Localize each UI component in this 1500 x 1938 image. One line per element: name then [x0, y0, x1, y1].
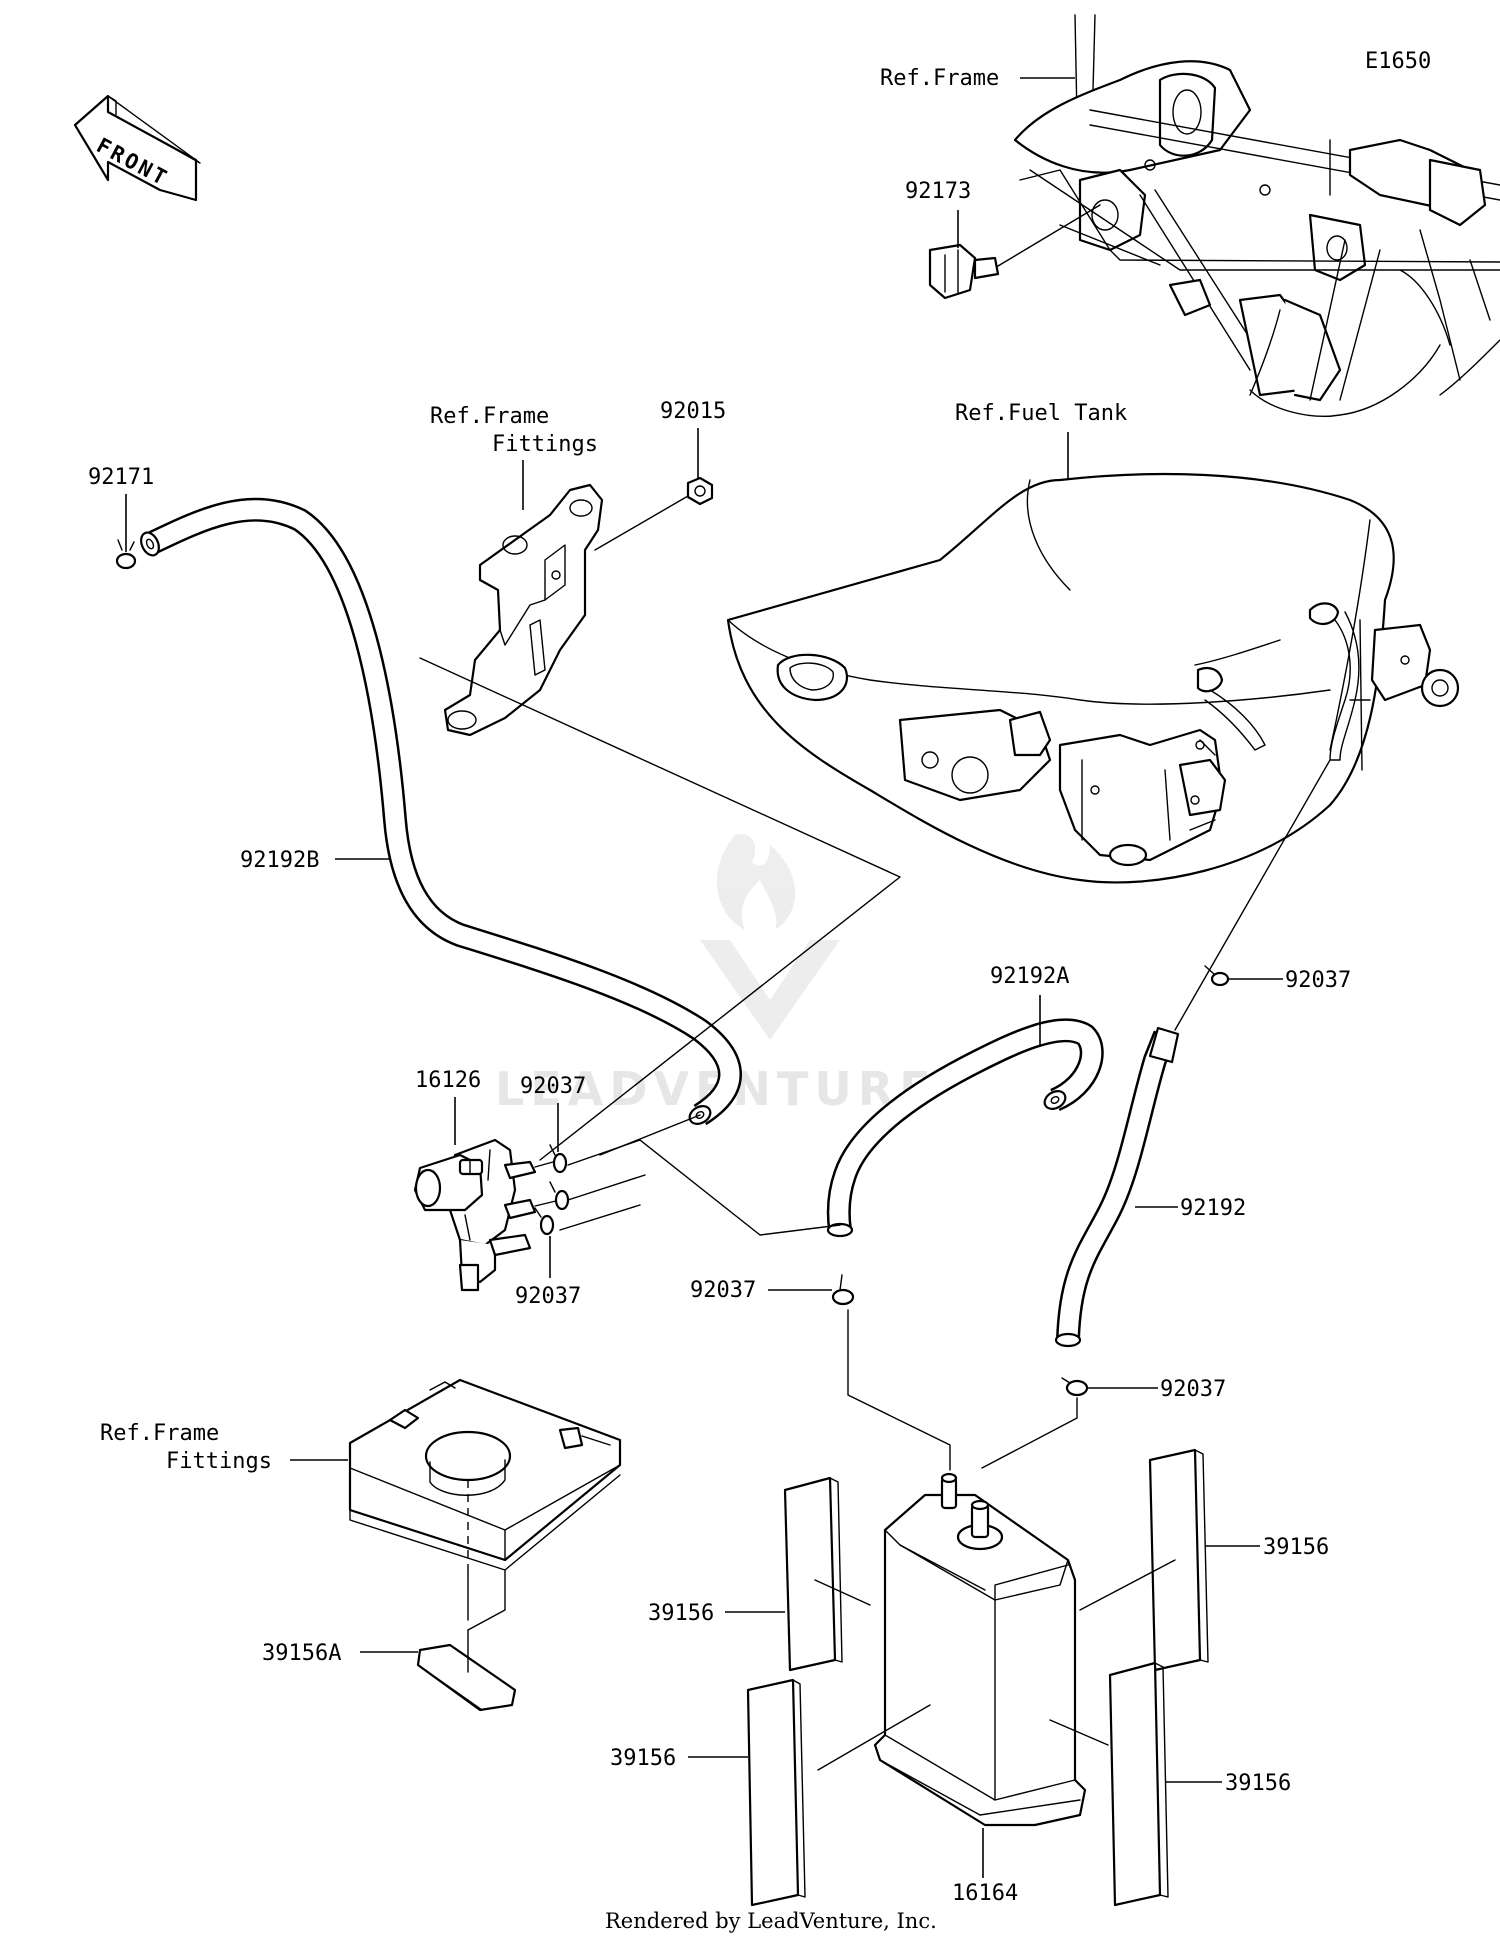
label-92037-valve-lower: 92037: [515, 1284, 581, 1309]
label-ref-frame-fittings-2: Fittings: [492, 432, 598, 457]
label-92037-right-upper: 92037: [1285, 968, 1351, 993]
label-92171: 92171: [88, 465, 154, 490]
part-92037-clip-valve-lower[interactable]: [534, 1207, 555, 1236]
part-92173-bolt[interactable]: [928, 204, 1101, 300]
part-16126-valve[interactable]: [413, 1138, 561, 1292]
part-92192A-hose[interactable]: [826, 1018, 1104, 1238]
part-92192-hose[interactable]: [1054, 1026, 1180, 1348]
part-39156-pad-left-lower[interactable]: [746, 1678, 806, 1907]
part-16164-canister[interactable]: [873, 1472, 1087, 1827]
label-92037-mid-left: 92037: [690, 1278, 756, 1303]
label-16164: 16164: [952, 1881, 1018, 1906]
label-92015: 92015: [660, 399, 726, 424]
label-92037-mid-right: 92037: [1160, 1377, 1226, 1402]
part-92037-clip-valve-mid[interactable]: [549, 1181, 570, 1211]
front-arrow-icon: FRONT: [73, 94, 201, 202]
label-ref-frame-top: Ref.Frame: [880, 66, 999, 91]
label-ref-frame-fittings-lower-1: Ref.Frame: [100, 1421, 219, 1446]
label-39156-right-lower: 39156: [1225, 1771, 1291, 1796]
part-39156A-pad[interactable]: [416, 1643, 517, 1712]
label-39156-left-lower: 39156: [610, 1746, 676, 1771]
label-39156-left-upper: 39156: [648, 1601, 714, 1626]
part-92015-nut[interactable]: [686, 476, 714, 506]
part-92171-clip[interactable]: [115, 539, 137, 570]
part-39156-pad-right-lower[interactable]: [1108, 1661, 1169, 1907]
label-92173: 92173: [905, 179, 971, 204]
diagram-code: E1650: [1365, 49, 1431, 74]
label-92192: 92192: [1180, 1196, 1246, 1221]
part-92037-clip-mid-right[interactable]: [1061, 1377, 1089, 1397]
frame-reference: [1013, 14, 1500, 417]
part-92037-clip-mid-left[interactable]: [831, 1274, 855, 1306]
part-92192B-hose[interactable]: [138, 497, 742, 1128]
label-39156A: 39156A: [262, 1641, 341, 1666]
label-ref-frame-fittings-1: Ref.Frame: [430, 404, 549, 429]
part-92037-clip-right-upper[interactable]: [1204, 965, 1230, 987]
part-39156-pad-left-upper[interactable]: [783, 1476, 843, 1672]
part-39156-pad-right-upper[interactable]: [1148, 1448, 1209, 1672]
label-92192A: 92192A: [990, 964, 1069, 989]
label-92192B: 92192B: [240, 848, 319, 873]
fuel-tank-reference: [726, 472, 1460, 884]
label-39156-right-upper: 39156: [1263, 1535, 1329, 1560]
label-92037-valve-upper: 92037: [520, 1074, 586, 1099]
frame-fittings-tray: [348, 1378, 622, 1631]
label-ref-fuel-tank: Ref.Fuel Tank: [955, 401, 1127, 426]
label-16126: 16126: [415, 1068, 481, 1093]
footer-rendered-by: Rendered by LeadVenture, Inc.: [605, 1909, 937, 1933]
label-ref-frame-fittings-lower-2: Fittings: [166, 1449, 272, 1474]
frame-fittings-bracket: [443, 483, 604, 737]
